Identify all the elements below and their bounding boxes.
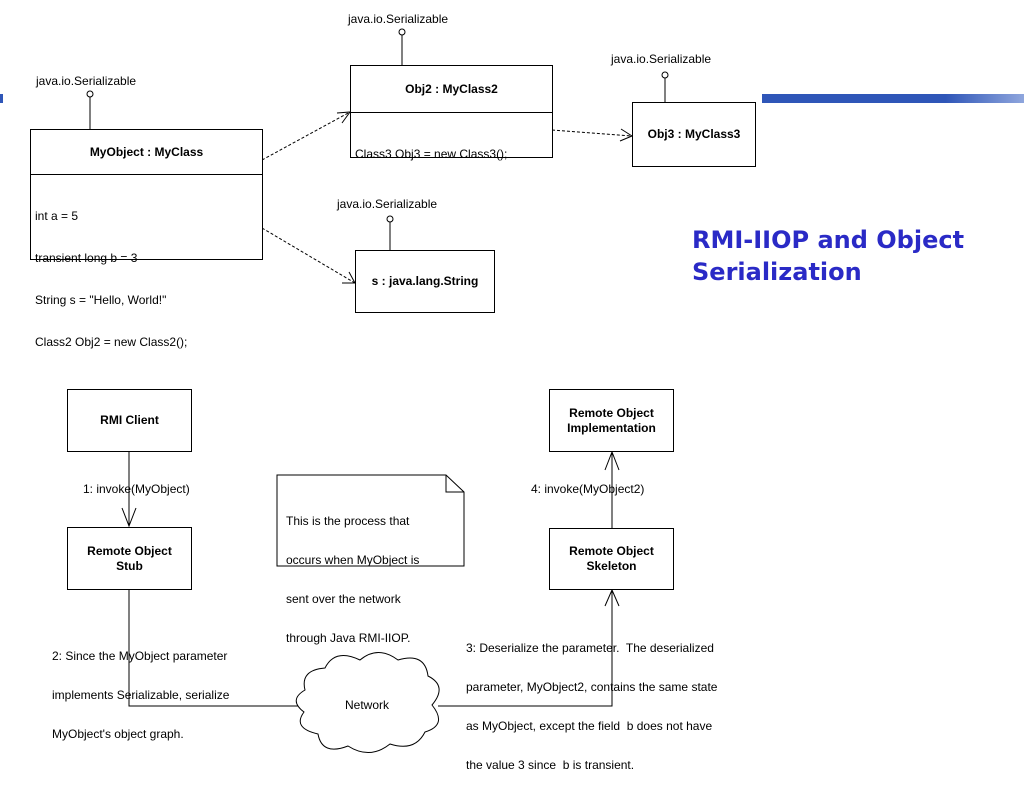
obj2-iface-label: java.io.Serializable (348, 12, 449, 26)
step2-line: MyObject's object graph. (52, 727, 184, 741)
step3-line: parameter, MyObject2, contains the same … (466, 680, 718, 694)
step3-line: 3: Deserialize the parameter. The deseri… (466, 641, 714, 655)
header-accent-bar (762, 94, 1024, 103)
remote-object-stub-box: Remote Object Stub (67, 527, 192, 590)
myobject-field-s: String s = "Hello, World!" (35, 293, 167, 307)
string-object-box: s : java.lang.String (355, 250, 495, 313)
myobject-field-a: int a = 5 (35, 209, 79, 223)
note-line: This is the process that (286, 514, 410, 528)
diagram-connectors (86, 28, 669, 753)
obj3-class-box: Obj3 : MyClass3 (632, 102, 756, 167)
rmi-client-label: RMI Client (100, 413, 159, 427)
myobject-fields: int a = 5 transient long b = 3 String s … (31, 175, 262, 379)
obj2-class-box: Obj2 : MyClass2 Class3 Obj3 = new Class3… (350, 65, 553, 161)
remote-object-skeleton-box: Remote Object Skeleton (549, 528, 674, 590)
stub-label-line1: Remote Object (87, 543, 172, 558)
step3-line: as MyObject, except the field b does not… (466, 719, 713, 733)
obj2-field-obj3: Class3 Obj3 = new Class3(); (355, 147, 508, 161)
myobject-field-obj2: Class2 Obj2 = new Class2(); (35, 335, 188, 349)
string-object-title: s : java.lang.String (371, 274, 479, 288)
obj3-title: Obj3 : MyClass3 (647, 127, 741, 141)
slide-title-line2: Serialization (692, 258, 862, 286)
step2-line: implements Serializable, serialize (52, 688, 230, 702)
slide-title: RMI-IIOP and Object Serialization (692, 224, 964, 288)
process-note: This is the process that occurs when MyO… (286, 489, 419, 658)
implementation-label-line2: Implementation (567, 420, 656, 435)
step4-label: 4: invoke(MyObject2) (531, 482, 645, 496)
step3-description: 3: Deserialize the parameter. The deseri… (466, 616, 717, 785)
note-line: through Java RMI-IIOP. (286, 631, 411, 645)
network-cloud-label: Network (345, 698, 390, 712)
implementation-label-line1: Remote Object (569, 405, 654, 420)
myobject-title: MyObject : MyClass (31, 130, 262, 175)
step1-label: 1: invoke(MyObject) (83, 482, 190, 496)
header-accent-tick (0, 94, 3, 103)
remote-object-implementation-box: Remote Object Implementation (549, 389, 674, 452)
myobject-iface-label: java.io.Serializable (36, 74, 137, 88)
rmi-client-box: RMI Client (67, 389, 192, 452)
skeleton-label-line1: Remote Object (569, 544, 654, 558)
myobject-field-b: transient long b = 3 (35, 251, 138, 265)
step2-description: 2: Since the MyObject parameter implemen… (52, 624, 229, 754)
string-iface-label: java.io.Serializable (337, 197, 438, 211)
step3-line: the value 3 since b is transient. (466, 758, 635, 772)
step2-line: 2: Since the MyObject parameter (52, 649, 228, 663)
obj3-iface-label: java.io.Serializable (611, 52, 712, 66)
stub-label-line2: Stub (116, 558, 143, 573)
note-line: sent over the network (286, 592, 401, 606)
obj2-fields: Class3 Obj3 = new Class3(); (351, 113, 552, 191)
myobject-class-box: MyObject : MyClass int a = 5 transient l… (30, 129, 263, 349)
slide-title-line1: RMI-IIOP and Object (692, 226, 965, 254)
obj2-title: Obj2 : MyClass2 (351, 66, 552, 113)
note-line: occurs when MyObject is (286, 553, 420, 567)
skeleton-label-line2: Skeleton (586, 559, 637, 573)
